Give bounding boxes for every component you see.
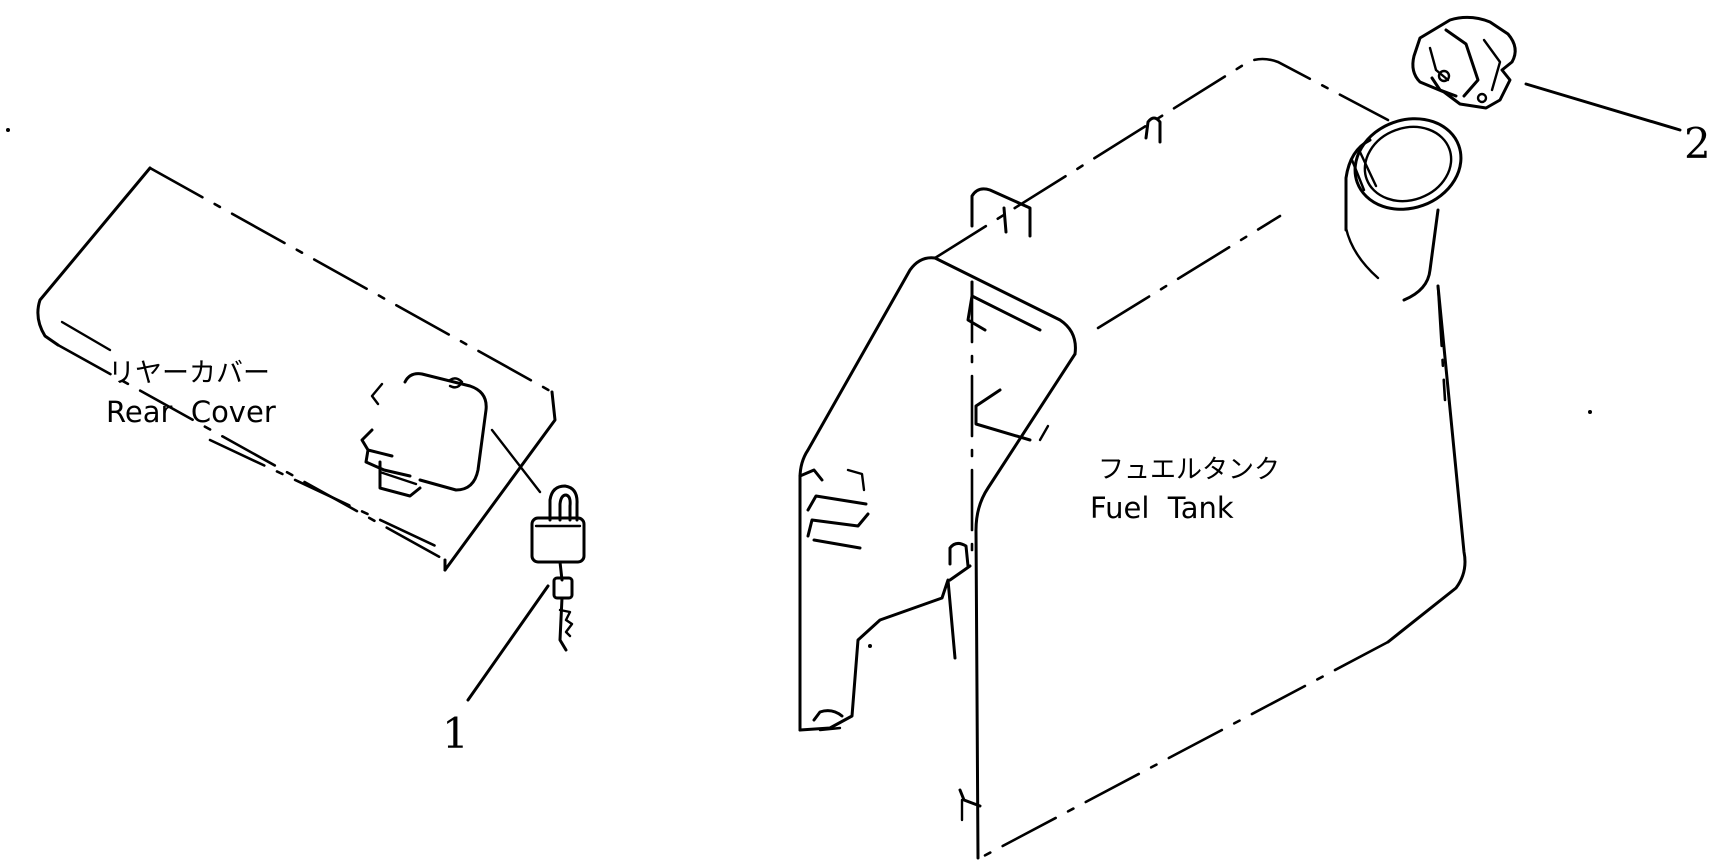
speck xyxy=(1588,410,1592,414)
callout-2: 2 xyxy=(1524,82,1711,168)
speck xyxy=(6,128,10,132)
rear-cover-panel xyxy=(36,166,557,572)
fuel-tank-label-en: Fuel Tank xyxy=(1090,491,1234,525)
fuel-cap-icon xyxy=(1411,15,1517,110)
callout-2-number: 2 xyxy=(1684,119,1711,168)
filler-neck xyxy=(1344,117,1463,302)
callout-1: 1 xyxy=(442,584,550,758)
speck xyxy=(868,644,872,648)
callout-1-number: 1 xyxy=(442,709,469,758)
rear-cover-label-en: Rear Cover xyxy=(106,395,276,429)
padlock-icon xyxy=(490,428,586,652)
fuel-tank xyxy=(798,57,1467,860)
rear-cover-label-jp: リヤーカバー xyxy=(108,358,270,389)
fuel-tank-label-jp: フュエルタンク xyxy=(1098,455,1280,485)
